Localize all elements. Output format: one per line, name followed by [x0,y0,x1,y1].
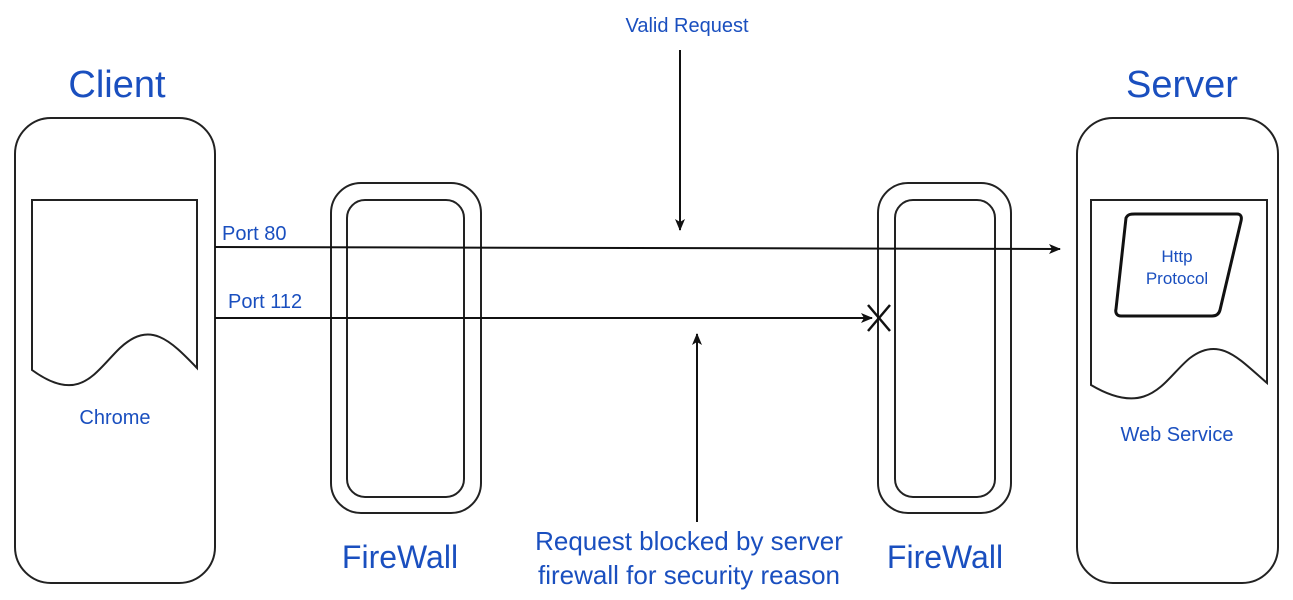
server-service-label: Web Service [1120,424,1233,446]
port-80-arrow [214,243,1061,254]
firewall-inner-frame [894,199,996,498]
firewall-inner-frame [346,199,465,498]
valid-request-label: Valid Request [625,15,748,37]
server-device-frame [1076,117,1279,584]
blocked-note-line2: firewall for security reason [538,560,840,590]
blocked-x-icon [867,304,891,332]
port-112-label: Port 112 [228,291,302,313]
server-title: Server [1126,64,1238,106]
connection-port-80: Port 80 [214,223,1061,254]
client-firewall-label: FireWall [342,539,458,575]
server-firewall-label: FireWall [887,539,1003,575]
http-protocol-shape [1114,212,1243,318]
connection-port-112: Port 112 [215,291,891,332]
client-node: Client Chrome [14,64,216,584]
client-title: Client [68,64,166,106]
firewall-outer-frame [877,182,1012,514]
server-node: Server Http Protocol Web Service [1076,64,1279,584]
browser-document-icon [31,199,198,387]
client-device-frame [14,117,216,584]
service-document-icon [1090,199,1268,400]
protocol-label-line1: Http [1161,247,1192,266]
blocked-note-line1: Request blocked by server [535,526,843,556]
port-80-label: Port 80 [222,223,286,245]
client-app-label: Chrome [79,407,150,429]
server-firewall: FireWall [877,182,1012,575]
protocol-label-line2: Protocol [1146,269,1208,288]
client-firewall: FireWall [330,182,482,575]
firewall-outer-frame [330,182,482,514]
